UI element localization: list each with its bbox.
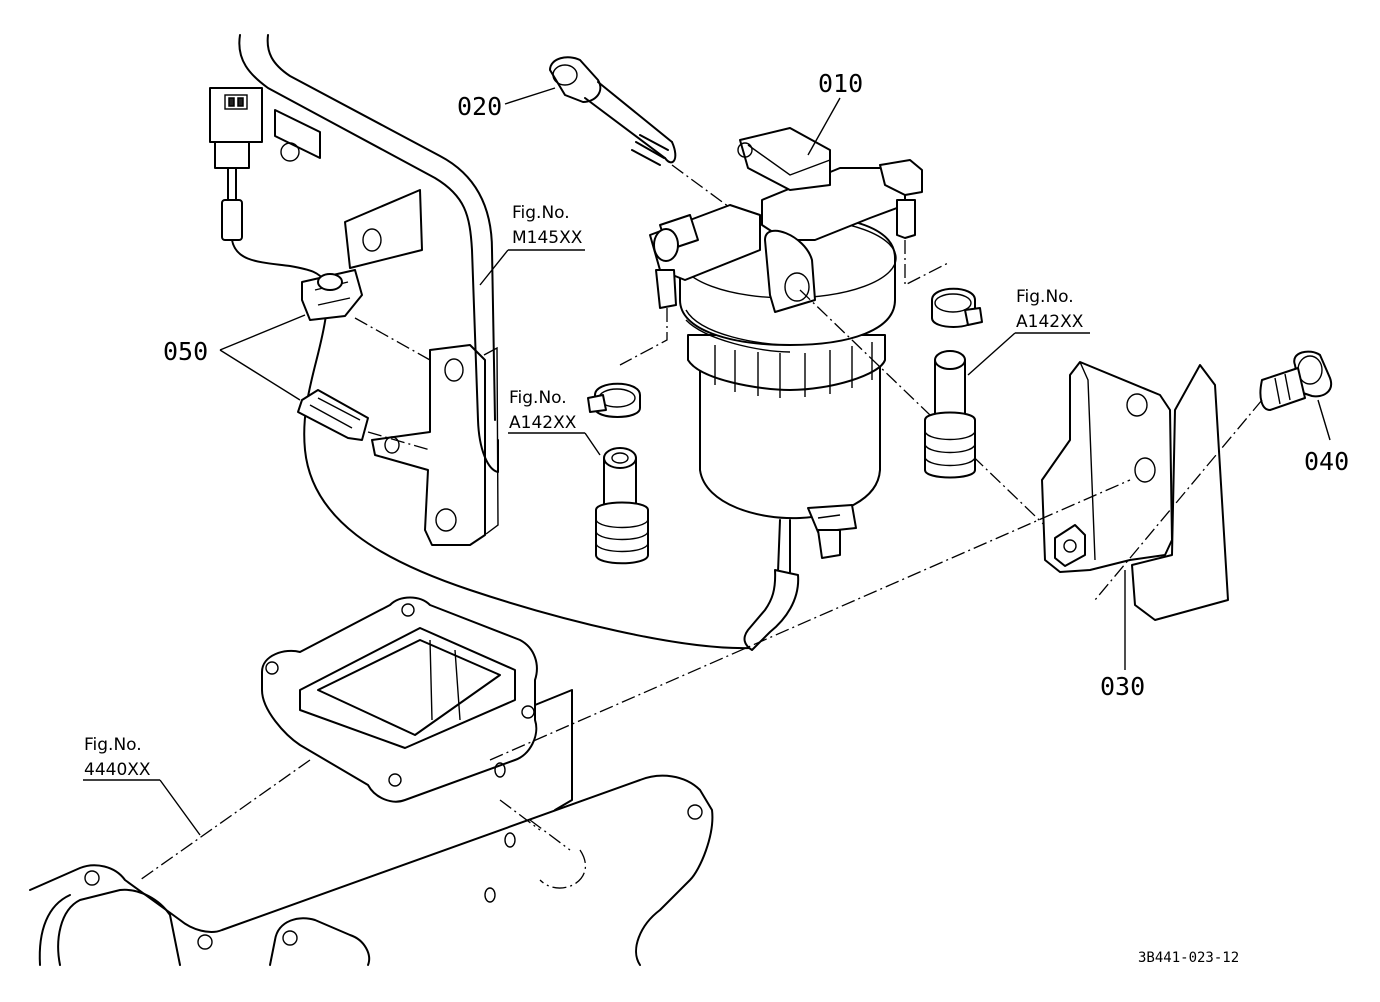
figure-ref-4440-prefix: Fig.No. (84, 735, 142, 755)
figure-ref-a142-right: Fig.No. A142XX (1016, 287, 1084, 332)
bolt-020 (549, 56, 741, 216)
hose-right (924, 287, 983, 479)
figure-ref-a142-right-prefix: Fig.No. (1016, 287, 1074, 307)
callout-010: 010 (818, 69, 863, 98)
figure-ref-a142-right-code: A142XX (1016, 312, 1084, 332)
figure-ref-a142-left-code: A142XX (509, 413, 577, 433)
figure-ref-m145-prefix: Fig.No. (512, 203, 570, 223)
figure-ref-m145: Fig.No. M145XX (512, 203, 583, 248)
callout-020: 020 (457, 92, 502, 121)
hose-left (587, 382, 649, 565)
figure-ref-a142-left: Fig.No. A142XX (509, 388, 577, 433)
figure-ref-a142-left-prefix: Fig.No. (509, 388, 567, 408)
figure-ref-4440: Fig.No. 4440XX (84, 735, 151, 780)
leader-lines (83, 87, 1331, 881)
transmission-housing (29, 596, 714, 966)
figure-ref-4440-code: 4440XX (84, 760, 151, 780)
wire-harness (209, 87, 751, 650)
bolt-040 (1094, 350, 1333, 601)
callout-030: 030 (1100, 672, 1145, 701)
figure-ref-m145-code: M145XX (512, 228, 583, 248)
mounting-frame (238, 34, 499, 546)
fuel-filter-assembly (619, 127, 1061, 651)
drawing-code: 3B441-023-12 (1138, 950, 1239, 966)
callout-040: 040 (1304, 447, 1349, 476)
callout-050: 050 (163, 337, 208, 366)
bracket-030 (1041, 361, 1229, 621)
